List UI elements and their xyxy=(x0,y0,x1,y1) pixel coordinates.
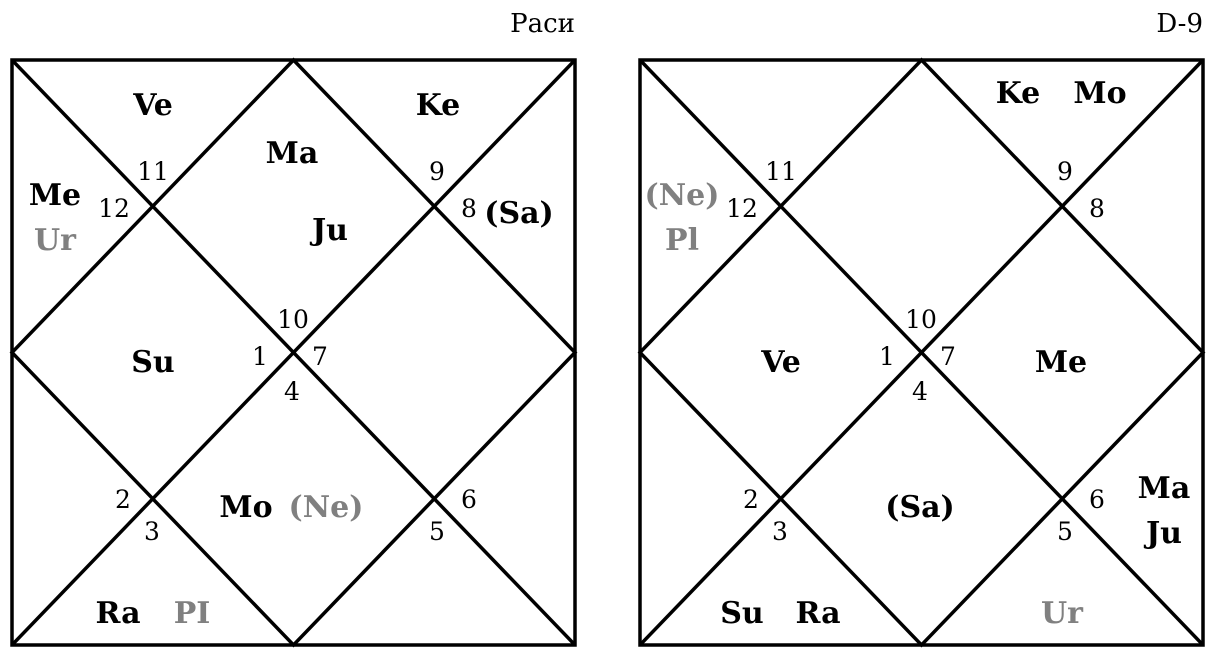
house-number: 7 xyxy=(312,342,328,371)
house-number: 4 xyxy=(912,377,928,406)
planet-rahu: Ra xyxy=(795,596,840,631)
house-number: 12 xyxy=(726,194,758,223)
house-number: 3 xyxy=(772,517,788,546)
d9-chart: D-9 11 12 9 8 10 1 7 4 2 3 6 5 Ke Mo (Ne… xyxy=(637,9,1206,648)
house-number: 5 xyxy=(1057,517,1073,546)
house-number: 1 xyxy=(252,342,268,371)
planet-jupiter: Ju xyxy=(1143,516,1182,551)
planet-uranus: Ur xyxy=(1041,596,1084,631)
house-number: 2 xyxy=(743,485,759,514)
planet-pluto: Pl xyxy=(665,223,699,258)
planet-sun: Su xyxy=(131,345,174,380)
planet-venus: Ve xyxy=(132,88,173,123)
diagonal-line xyxy=(638,58,1205,647)
diamond-line xyxy=(637,57,1206,648)
house-number: 1 xyxy=(879,342,895,371)
chart-grid xyxy=(637,57,1206,648)
house-number: 11 xyxy=(137,157,169,186)
planet-uranus: Ur xyxy=(34,223,77,258)
planet-jupiter: Ju xyxy=(309,213,348,248)
planet-neptune: (Ne) xyxy=(289,490,364,525)
planet-pluto: PI xyxy=(174,596,211,631)
chart-title: Раси xyxy=(510,9,575,39)
planet-moon: Mo xyxy=(219,490,272,525)
planet-mars: Ma xyxy=(1138,471,1191,506)
planet-saturn: (Sa) xyxy=(885,490,955,525)
planet-rahu: Ra xyxy=(95,596,140,631)
chart-title: D-9 xyxy=(1156,9,1203,39)
house-number: 6 xyxy=(461,485,477,514)
rasi-chart: Раси 11 12 9 8 10 1 7 4 2 3 6 5 Ve Ke Ma… xyxy=(9,9,578,648)
house-number: 2 xyxy=(115,485,131,514)
chart-grid xyxy=(9,57,578,648)
house-number: 12 xyxy=(98,194,130,223)
house-number: 11 xyxy=(765,157,797,186)
house-number: 6 xyxy=(1089,485,1105,514)
house-number: 10 xyxy=(277,305,309,334)
planet-ketu: Ke xyxy=(996,76,1041,111)
planet-saturn: (Sa) xyxy=(484,196,554,231)
house-number: 9 xyxy=(429,157,445,186)
house-number: 9 xyxy=(1057,157,1073,186)
planet-sun: Su xyxy=(720,596,763,631)
planet-mercury: Me xyxy=(1035,345,1087,380)
planet-mercury: Me xyxy=(29,178,81,213)
planet-venus: Ve xyxy=(760,345,801,380)
planet-mars: Ma xyxy=(266,136,319,171)
diagonal-line xyxy=(10,58,577,647)
planet-ketu: Ke xyxy=(416,88,461,123)
planet-moon: Mo xyxy=(1073,76,1126,111)
house-number: 5 xyxy=(429,517,445,546)
house-number: 3 xyxy=(144,517,160,546)
house-number: 8 xyxy=(461,194,477,223)
house-number: 4 xyxy=(284,377,300,406)
house-number: 10 xyxy=(905,305,937,334)
house-number: 7 xyxy=(940,342,956,371)
house-number: 8 xyxy=(1089,194,1105,223)
planet-neptune: (Ne) xyxy=(645,178,720,213)
diamond-line xyxy=(9,57,578,648)
